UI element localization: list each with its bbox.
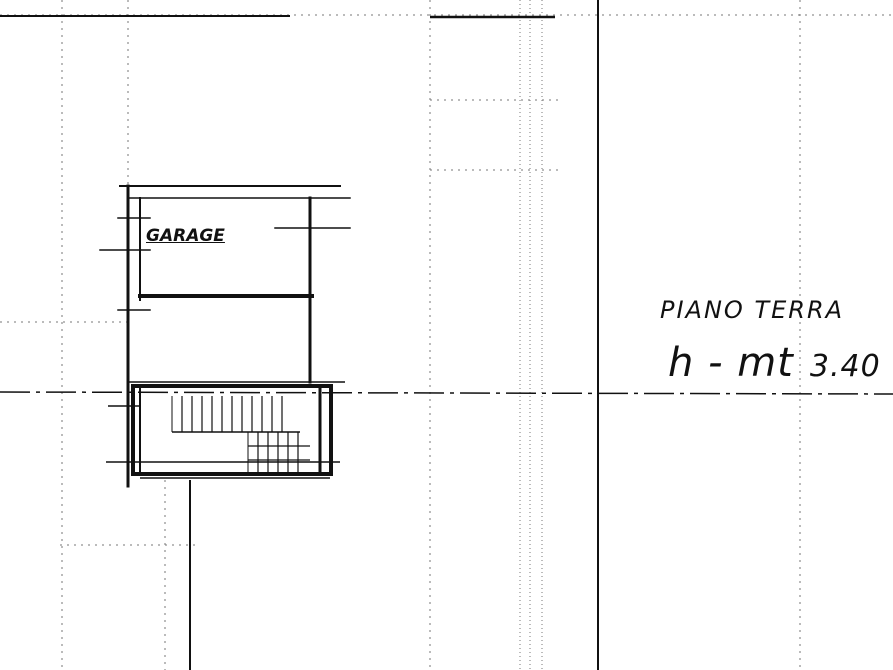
stair-treads xyxy=(181,396,310,474)
floor-label: PIANO TERRA xyxy=(660,296,845,324)
height-value: 3.40 xyxy=(809,349,881,384)
room-label-garage: GARAGE xyxy=(146,226,225,246)
height-annotation: h - mt 3.40 xyxy=(668,340,881,386)
stair-block xyxy=(106,381,345,479)
building-outline xyxy=(99,184,351,488)
height-prefix: h - mt xyxy=(668,340,794,386)
